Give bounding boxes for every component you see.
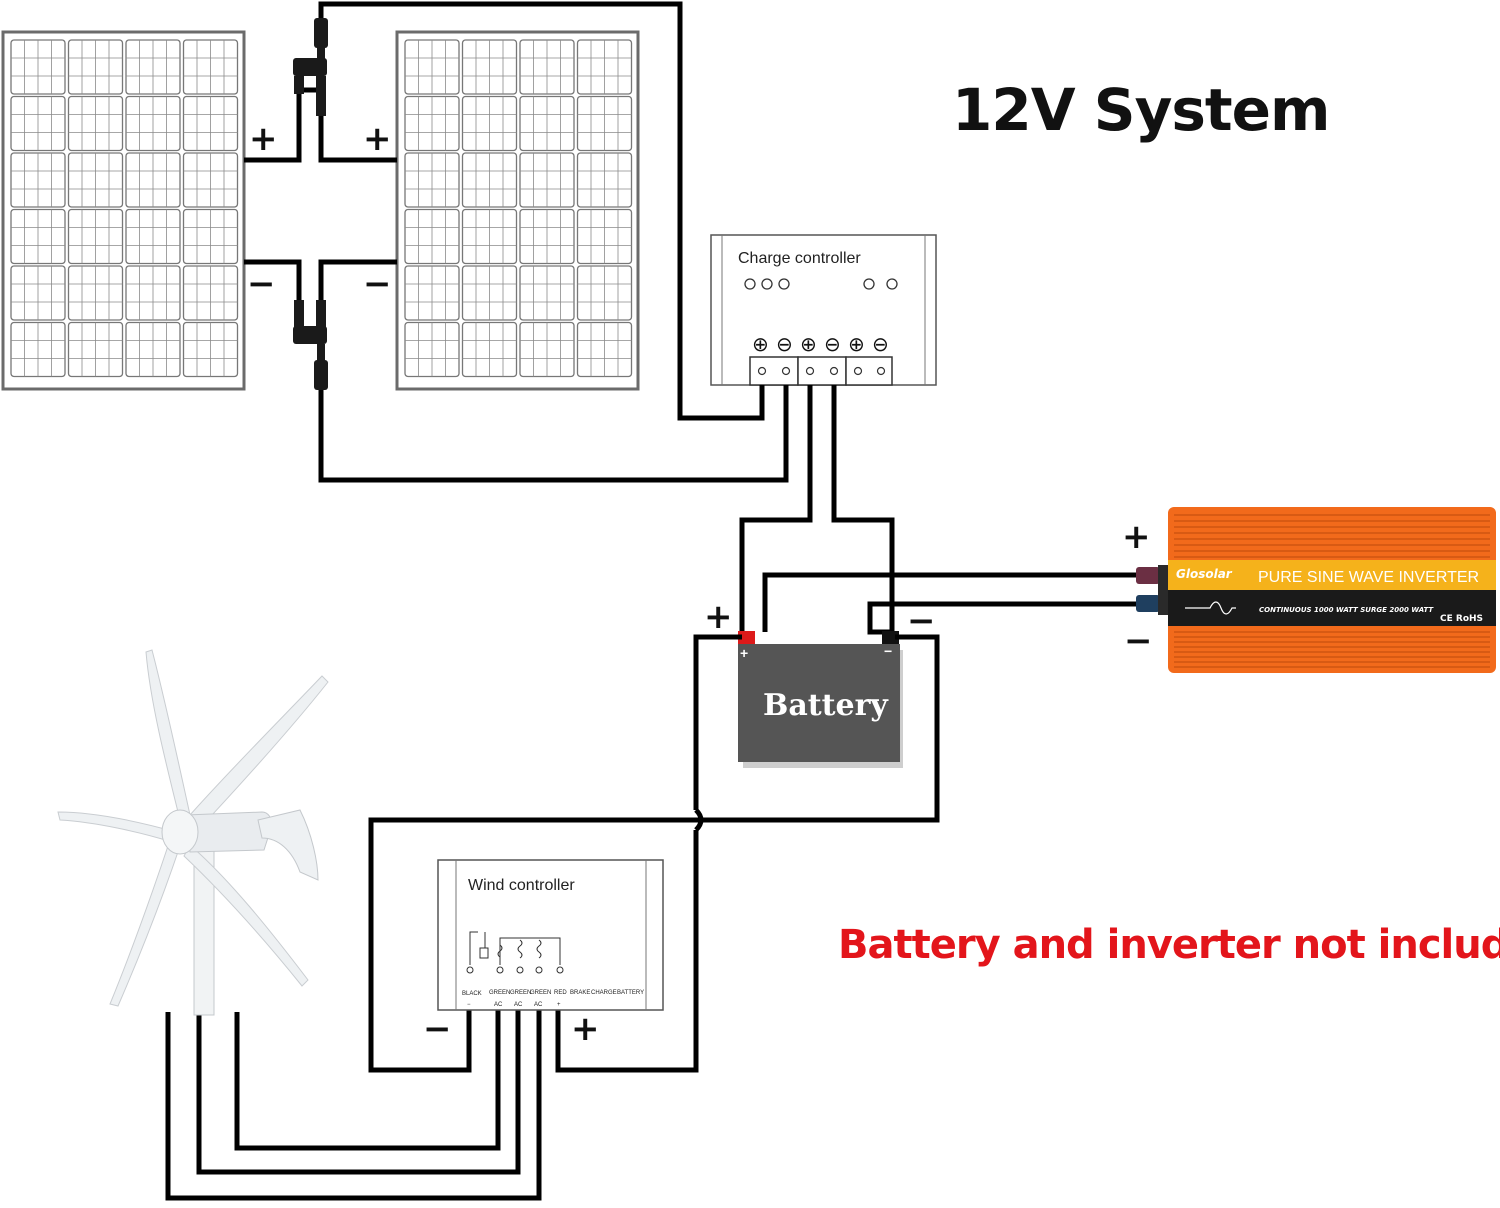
inverter-title: PURE SINE WAVE INVERTER xyxy=(1258,569,1479,586)
wire-battery-minus-to-wind-controller xyxy=(368,634,940,1073)
wind-controller-label: Wind controller xyxy=(468,877,575,894)
mc4-connector-minus xyxy=(293,300,328,390)
charge-controller: Charge controller ⊕ ⊖ ⊕ ⊖ ⊕ ⊖ xyxy=(710,234,937,386)
terminal-label-minus: − xyxy=(467,1002,471,1008)
terminal-symbol-bat-minus: ⊖ xyxy=(824,332,841,356)
terminal-symbol-load-plus: ⊕ xyxy=(848,332,865,356)
solar-panel-left xyxy=(1,30,246,391)
wire-ac-2 xyxy=(196,1010,521,1175)
terminal-label-green-1: GREEN xyxy=(489,990,510,996)
terminal-label-green-2: GREEN xyxy=(510,990,531,996)
wind-plus-sign: + xyxy=(571,1009,600,1049)
terminal-label-ac-2: AC xyxy=(514,1002,523,1008)
wire-battery-plus-to-wind-controller xyxy=(555,830,699,1073)
wire-pv-plus-to-controller xyxy=(318,1,765,421)
terminal-label-brake: BRAKE xyxy=(570,990,590,996)
battery-positive-terminal xyxy=(738,631,755,644)
panel2-plus-sign: + xyxy=(363,119,392,159)
wire-ac-3 xyxy=(165,1010,542,1201)
wind-turbine-image xyxy=(57,649,329,1016)
terminal-label-ac-3: AC xyxy=(534,1002,543,1008)
terminal-label-battery: BATTERY xyxy=(617,990,644,996)
terminal-symbol-pv-minus: ⊖ xyxy=(776,332,793,356)
wind-controller-terminal-labels: BLACK GREEN GREEN GREEN RED BRAKE CHARGE… xyxy=(462,990,644,1008)
battery: + − Battery xyxy=(738,631,903,768)
inverter-subtitle: CONTINUOUS 1000 WATT SURGE 2000 WATT xyxy=(1259,606,1434,614)
battery-plus-sign: + xyxy=(704,597,733,637)
wind-controller-schematic xyxy=(466,931,564,974)
terminal-symbol-load-minus: ⊖ xyxy=(872,332,889,356)
inverter-fins xyxy=(1174,514,1490,668)
wire-pv-minus-to-controller xyxy=(318,375,789,483)
wire-controller-to-battery-plus xyxy=(739,385,813,632)
terminal-block xyxy=(749,356,893,386)
inverter-negative-terminal xyxy=(1136,595,1160,612)
inverter-marks: CE RoHS xyxy=(1440,614,1483,624)
battery-label: Battery xyxy=(763,688,889,723)
inverter-plus-sign: + xyxy=(1122,517,1151,557)
wire-panel1-plus xyxy=(244,87,321,163)
wind-wiring xyxy=(165,634,940,1201)
indicator-leds xyxy=(744,278,898,290)
inverter-brand: Glosolar xyxy=(1176,567,1233,581)
wire-battery-plus-down xyxy=(693,634,742,810)
panel2-minus-sign: − xyxy=(363,264,392,304)
battery-minus-sign: − xyxy=(907,601,936,641)
terminal-symbol-bat-plus: ⊕ xyxy=(800,332,817,356)
wire-controller-to-battery-minus xyxy=(831,385,895,632)
inverter: Glosolar PURE SINE WAVE INVERTER CONTINU… xyxy=(1136,507,1496,673)
inverter-minus-sign: − xyxy=(1124,621,1153,661)
terminal-label-plus: + xyxy=(557,1002,561,1008)
diagram-title: 12V System xyxy=(952,76,1329,144)
terminal-label-green-3: GREEN xyxy=(530,990,551,996)
wind-minus-sign: − xyxy=(423,1009,452,1049)
wind-controller: Wind controller BLACK GREEN GREEN GREEN … xyxy=(437,859,664,1011)
charge-controller-label: Charge controller xyxy=(738,250,861,267)
panel1-plus-sign: + xyxy=(249,119,278,159)
panel-cells xyxy=(10,39,239,378)
terminal-label-ac-1: AC xyxy=(494,1002,503,1008)
inverter-positive-terminal xyxy=(1136,567,1160,584)
battery-plus-mark: + xyxy=(740,645,748,661)
not-included-note: Battery and inverter not included xyxy=(838,922,1500,968)
wire-ac-1 xyxy=(234,1010,501,1151)
terminal-label-black: BLACK xyxy=(462,991,482,997)
panel1-minus-sign: − xyxy=(247,264,276,304)
mc4-connector-plus xyxy=(293,18,328,116)
panel-cells xyxy=(404,39,633,378)
wire-battery-plus-to-inverter xyxy=(762,572,1150,632)
wire-battery-minus-to-inverter xyxy=(867,601,1150,635)
battery-minus-mark: − xyxy=(884,643,892,659)
terminal-label-red: RED xyxy=(554,990,567,996)
terminal-symbol-pv-plus: ⊕ xyxy=(752,332,769,356)
solar-panel-right xyxy=(395,30,640,391)
sine-wave-icon xyxy=(1185,601,1236,615)
terminal-label-charge: CHARGE xyxy=(591,990,617,996)
battery-negative-terminal xyxy=(882,631,899,644)
battery-to-inverter-wiring xyxy=(762,572,1150,635)
